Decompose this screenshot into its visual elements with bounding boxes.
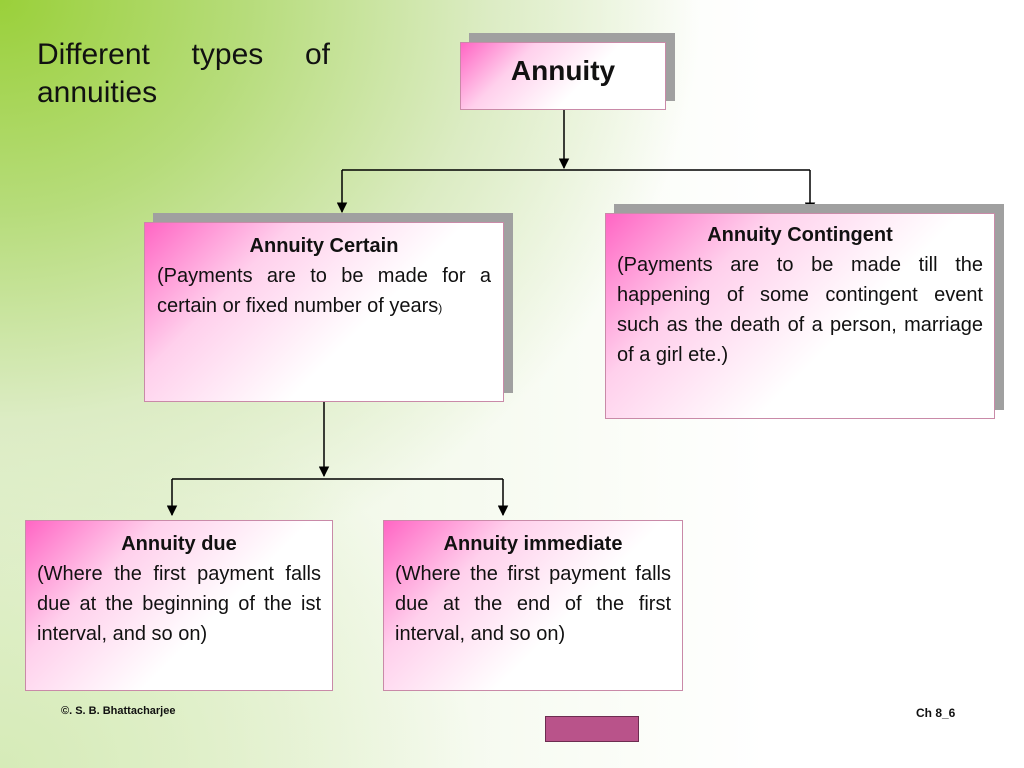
node-annuity-certain-desc: (Payments are to be made for a certain o… (157, 265, 491, 317)
node-annuity-immediate-title: Annuity immediate (443, 533, 623, 555)
footer-nav-bar (545, 716, 639, 742)
node-annuity-contingent: Annuity Contingent (Payments are to be m… (605, 213, 995, 419)
node-annuity-certain: Annuity Certain (Payments are to be made… (144, 222, 504, 402)
node-annuity-due: Annuity due (Where the first payment fal… (25, 520, 333, 691)
node-annuity-due-title: Annuity due (121, 533, 237, 555)
node-annuity-immediate-desc: (Where the first payment falls due at th… (395, 563, 671, 645)
node-annuity-immediate: Annuity immediate (Where the first payme… (383, 520, 683, 691)
node-annuity-title: Annuity (510, 55, 616, 86)
node-annuity-contingent-desc: (Payments are to be made till the happen… (617, 254, 983, 366)
node-annuity-certain-title: Annuity Certain (249, 235, 399, 257)
footer-slide-number: Ch 8_6 (916, 706, 956, 720)
node-annuity-due-desc: (Where the first payment falls due at th… (37, 563, 321, 645)
node-annuity: Annuity (460, 42, 666, 110)
node-annuity-contingent-title: Annuity Contingent (707, 224, 893, 246)
footer-copyright: ©. S. B. Bhattacharjee (61, 705, 176, 717)
slide-title: Different types of annuities (37, 38, 330, 109)
node-annuity-certain-desc-tail: ) (438, 301, 443, 315)
